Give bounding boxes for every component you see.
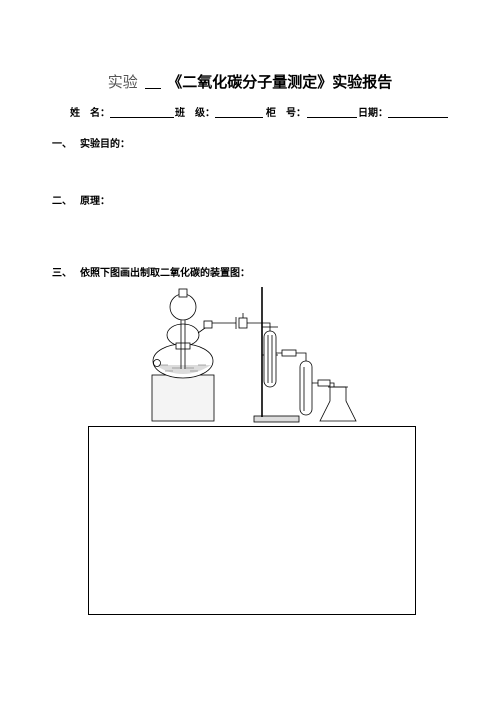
co2-generation-apparatus-icon [151,287,357,423]
section-purpose: 一、实验目的： [52,135,130,150]
section-number: 三、 [52,268,72,279]
title-prefix: 实验 [107,73,138,91]
class-field[interactable] [215,117,263,118]
title-main: 《二氧化碳分子量测定》实验报告 [167,73,393,91]
date-label: 日期： [358,108,388,119]
report-title: 实验 《二氧化碳分子量测定》实验报告 [0,72,500,92]
name-field[interactable] [110,117,174,118]
cabinet-label: 柜 号： [266,108,306,119]
name-label: 姓 名： [70,108,110,119]
section-apparatus: 三、依照下图画出制取二氧化碳的装置图： [52,264,250,279]
cabinet-field[interactable] [307,117,357,118]
drawing-area[interactable] [88,426,416,615]
section-principle: 二、原理： [52,192,110,207]
date-field[interactable] [388,117,448,118]
section-number: 一、 [52,139,72,150]
section-label: 依照下图画出制取二氧化碳的装置图： [80,268,250,279]
student-info-row: 姓 名： 班 级： 柜 号： 日期： [70,104,450,120]
section-label: 原理： [80,196,110,207]
section-label: 实验目的： [80,139,130,150]
title-blank-line [144,88,161,89]
section-number: 二、 [52,196,72,207]
class-label: 班 级： [175,108,215,119]
